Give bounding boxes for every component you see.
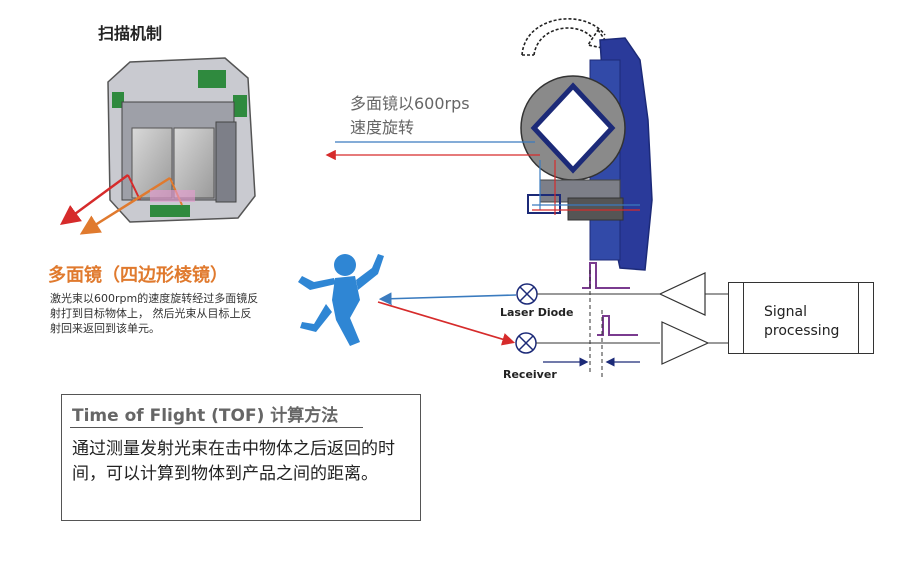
tof-title-underline xyxy=(70,427,363,428)
return-pulse xyxy=(597,316,638,335)
signal-processing-label: Signal processing xyxy=(764,303,839,341)
emitted-beam-arrow xyxy=(382,295,516,299)
rotation-text-line2: 速度旋转 xyxy=(350,116,470,140)
scanner-module-illustration xyxy=(64,58,255,232)
scanner-board-tab xyxy=(198,70,226,88)
beam-lines xyxy=(328,142,540,155)
running-man-icon xyxy=(298,254,384,346)
laser-diode-symbol xyxy=(517,284,537,304)
receiver-symbol xyxy=(516,333,536,353)
amplifier-rx xyxy=(662,322,708,364)
tof-description: 通过测量发射光束在击中物体之后返回的时间，可以计算到物体到产品之间的距离。 xyxy=(72,437,417,487)
receiver-label: Receiver xyxy=(503,368,557,381)
polygon-mirror-title: 多面镜（四边形棱镜） xyxy=(48,261,228,287)
amplifier-tx xyxy=(660,273,705,315)
page-title: 扫描机制 xyxy=(98,20,162,44)
tof-title: Time of Flight (TOF) 计算方法 xyxy=(72,401,338,426)
rotation-speed-text: 多面镜以600rps 速度旋转 xyxy=(350,92,470,140)
signal-label-line2: processing xyxy=(764,322,839,341)
laser-diode-label: Laser Diode xyxy=(500,306,574,319)
signal-label-line1: Signal xyxy=(764,303,839,322)
polygon-mirror-description: 激光束以600rpm的速度旋转经过多面镜反射打到目标物体上， 然后光束从目标上反… xyxy=(50,291,260,336)
reflected-beam-arrow xyxy=(378,302,512,342)
rotation-arrow xyxy=(522,19,612,55)
polygon-mirror-device xyxy=(521,38,652,270)
rotation-text-line1: 多面镜以600rps xyxy=(350,92,470,116)
